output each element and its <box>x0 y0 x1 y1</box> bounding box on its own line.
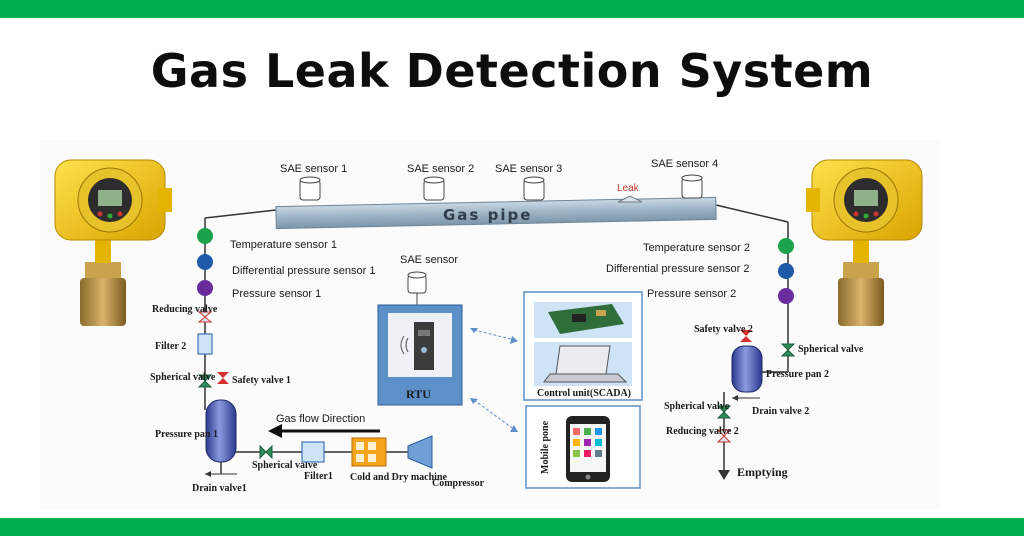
sae-sensor-1-icon <box>299 176 321 201</box>
filter-1-icon <box>301 441 325 463</box>
pipe-right-connector <box>715 204 789 223</box>
safety-valve-2-icon <box>740 330 752 342</box>
diagram-background <box>40 140 940 510</box>
differential-pressure-sensor-2-label: Differential pressure sensor 2 <box>606 263 749 275</box>
reducing-valve-label: Reducing valve <box>152 304 218 315</box>
filter-1-label: Filter1 <box>304 471 333 482</box>
differential-pressure-sensor-2-icon <box>778 263 794 279</box>
temperature-sensor-2-label: Temperature sensor 2 <box>643 242 750 254</box>
spherical-valve-bottom-label: Spherical valve <box>252 460 318 471</box>
leak-marker-icon <box>617 195 643 203</box>
cold-dry-machine-icon <box>351 437 387 467</box>
spherical-valve-bottom-icon <box>259 444 273 460</box>
drain-valve-1-label: Drain valve1 <box>192 483 247 494</box>
emptying-label: Emptying <box>737 465 788 479</box>
rtu-label: RTU <box>406 387 431 401</box>
sae-sensor-3-icon <box>523 176 545 201</box>
filter-2-icon <box>197 333 213 355</box>
gas-pipe-label: Gas pipe <box>443 206 532 224</box>
rtu-to-mobile-arrow <box>470 398 518 432</box>
circuit-board-icon <box>534 302 632 338</box>
differential-pressure-sensor-1-label: Differential pressure sensor 1 <box>232 265 375 277</box>
filter-2-label: Filter 2 <box>155 341 186 352</box>
sae-sensor-2-icon <box>423 176 445 201</box>
rtu-sae-sensor-label: SAE sensor <box>400 254 458 266</box>
spherical-valve-left-label: Spherical valve <box>150 372 216 383</box>
safety-valve-2-label: Safety valve 2 <box>694 324 753 335</box>
pressure-pan-2-icon <box>731 345 763 393</box>
control-unit-label: Control unit(SCADA) <box>537 388 631 399</box>
bottom-accent-bar <box>0 518 1024 536</box>
leak-label: Leak <box>617 183 640 194</box>
pressure-sensor-2-label: Pressure sensor 2 <box>647 288 736 300</box>
left-gas-detector-icon <box>54 159 172 326</box>
pressure-pan-1-label: Pressure pan 1 <box>155 429 218 440</box>
pressure-sensor-1-icon <box>197 280 213 296</box>
reducing-valve-2-icon <box>716 429 732 443</box>
pressure-sensor-1-label: Pressure sensor 1 <box>232 288 321 300</box>
spherical-valve-left-icon <box>197 374 213 388</box>
safety-valve-1-icon <box>217 372 229 384</box>
pressure-sensor-2-icon <box>778 288 794 304</box>
sae-sensor-2-label: SAE sensor 2 <box>407 163 474 175</box>
gas-pipe <box>275 196 717 230</box>
reducing-valve-2-label: Reducing valve 2 <box>666 426 739 437</box>
temperature-sensor-2-icon <box>778 238 794 254</box>
temperature-sensor-1-label: Temperature sensor 1 <box>230 239 337 251</box>
sae-sensor-4-icon <box>681 174 703 199</box>
sae-sensor-4-label: SAE sensor 4 <box>651 158 718 170</box>
emptying-arrow-icon <box>718 470 730 480</box>
laptop-icon <box>534 342 632 386</box>
drain-valve-2-label: Drain valve 2 <box>752 406 809 417</box>
cold-dry-machine-label: Cold and Dry machine <box>350 472 448 483</box>
gas-flow-direction-label: Gas flow Direction <box>276 413 365 425</box>
drain-valve-1-icon <box>205 471 237 477</box>
pressure-pan-2-label: Pressure pan 2 <box>766 369 829 380</box>
differential-pressure-sensor-1-icon <box>197 254 213 270</box>
sae-sensor-3-label: SAE sensor 3 <box>495 163 562 175</box>
spherical-valve-right-icon <box>780 343 796 357</box>
rtu-device-icon <box>400 322 434 370</box>
sae-sensor-1-label: SAE sensor 1 <box>280 163 347 175</box>
mobile-phone-icon <box>566 416 610 482</box>
spherical-valve-2-label: Spherical valve <box>664 401 730 412</box>
safety-valve-1-label: Safety valve 1 <box>232 375 291 386</box>
gas-flow-direction-arrow <box>268 424 380 438</box>
compressor-icon <box>407 435 433 469</box>
compressor-label: Compressor <box>432 478 485 489</box>
right-gas-detector-icon <box>806 159 923 326</box>
top-accent-bar <box>0 0 1024 18</box>
spherical-valve-2-icon <box>716 405 732 419</box>
rtu-to-control-arrow <box>470 328 518 344</box>
pipe-left-connector <box>204 209 277 219</box>
temperature-sensor-1-icon <box>197 228 213 244</box>
mobile-label: Mobile pone <box>540 420 551 474</box>
spherical-valve-right-label: Spherical valve <box>798 344 864 355</box>
drain-valve-2-icon <box>732 395 760 401</box>
reducing-valve-icon <box>197 311 213 323</box>
rtu-sae-sensor-icon <box>407 271 427 294</box>
page-title: Gas Leak Detection System <box>150 44 874 98</box>
